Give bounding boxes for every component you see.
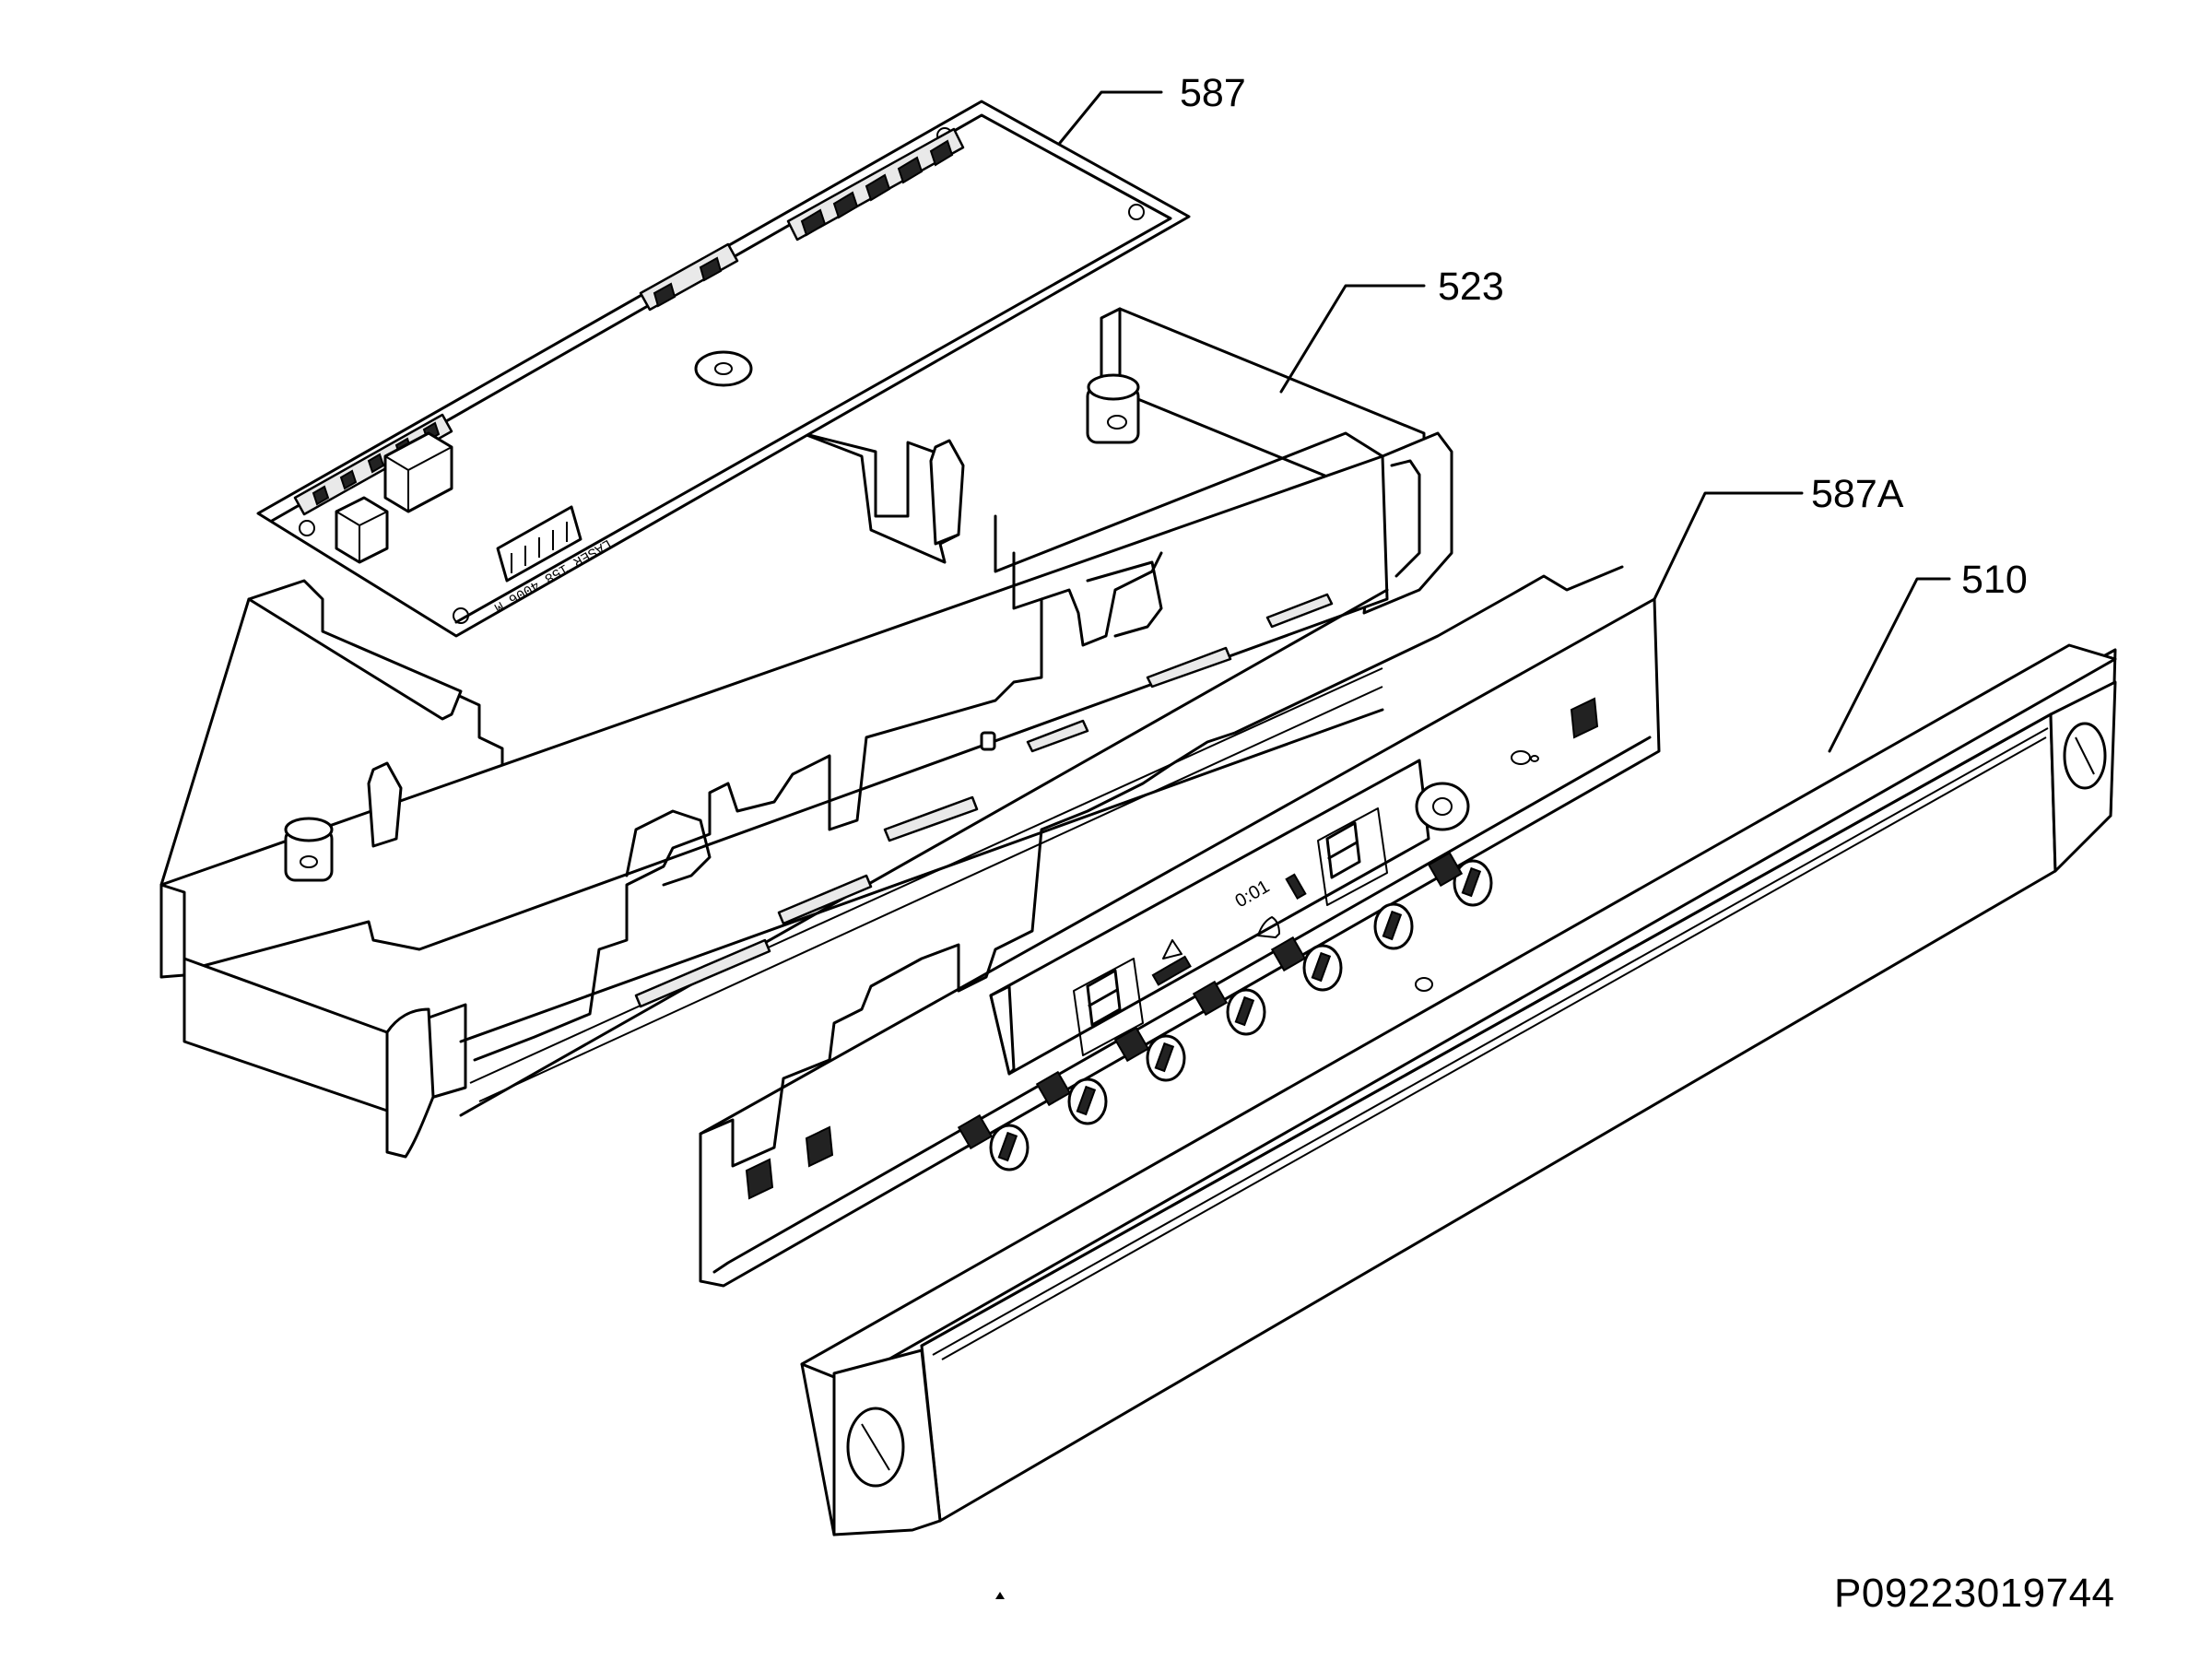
- callout-587a-label: 587A: [1811, 472, 1904, 516]
- push-button-6: [1373, 902, 1414, 950]
- push-button-4: [1226, 988, 1266, 1036]
- led-lens-icon: [1415, 782, 1470, 831]
- part-587a-ui-board: 0:01: [699, 565, 1661, 1288]
- button-springs: [957, 851, 1464, 1150]
- pcb-pin-header: [496, 505, 582, 583]
- callout-587a: 587A: [1653, 472, 1904, 601]
- pcb-connector-mid: [639, 242, 739, 312]
- callout-523-label: 523: [1438, 265, 1504, 309]
- document-id: P09223019744: [1834, 1571, 2115, 1616]
- callout-587: 587: [1058, 71, 1246, 145]
- callout-510-label: 510: [1961, 558, 2028, 602]
- ui-board-connector-left: [745, 1125, 834, 1200]
- pcb-relay-1: [383, 431, 453, 513]
- callout-510: 510: [1828, 558, 2028, 753]
- display-module: 0:01: [989, 759, 1430, 1076]
- part-587-pcb: LASER 158 4006 M: [256, 100, 1191, 638]
- pcb-relay-2: [335, 496, 389, 564]
- ui-board-connector-right: [1570, 697, 1599, 739]
- callout-523: 523: [1279, 265, 1504, 394]
- push-buttons: [989, 859, 1493, 1171]
- push-button-5: [1302, 944, 1343, 992]
- push-button-3: [1146, 1034, 1186, 1082]
- push-button-2: [1067, 1077, 1108, 1125]
- push-button-7: [1453, 859, 1493, 907]
- bell-icon: [1257, 916, 1280, 938]
- seven-segment-display-left: [1073, 958, 1144, 1056]
- push-button-1: [989, 1124, 1030, 1171]
- standoff-right: [1086, 373, 1140, 444]
- part-510-control-panel: [800, 643, 2117, 1536]
- pcb-connector-right: [786, 127, 965, 241]
- stray-mark: [995, 1592, 1005, 1599]
- seven-segment-display-right: [1317, 807, 1388, 906]
- standoff-left: [284, 817, 334, 882]
- callout-587-label: 587: [1180, 71, 1246, 115]
- warning-triangle-icon: [1162, 939, 1182, 960]
- part-523-housing: [159, 307, 1453, 1159]
